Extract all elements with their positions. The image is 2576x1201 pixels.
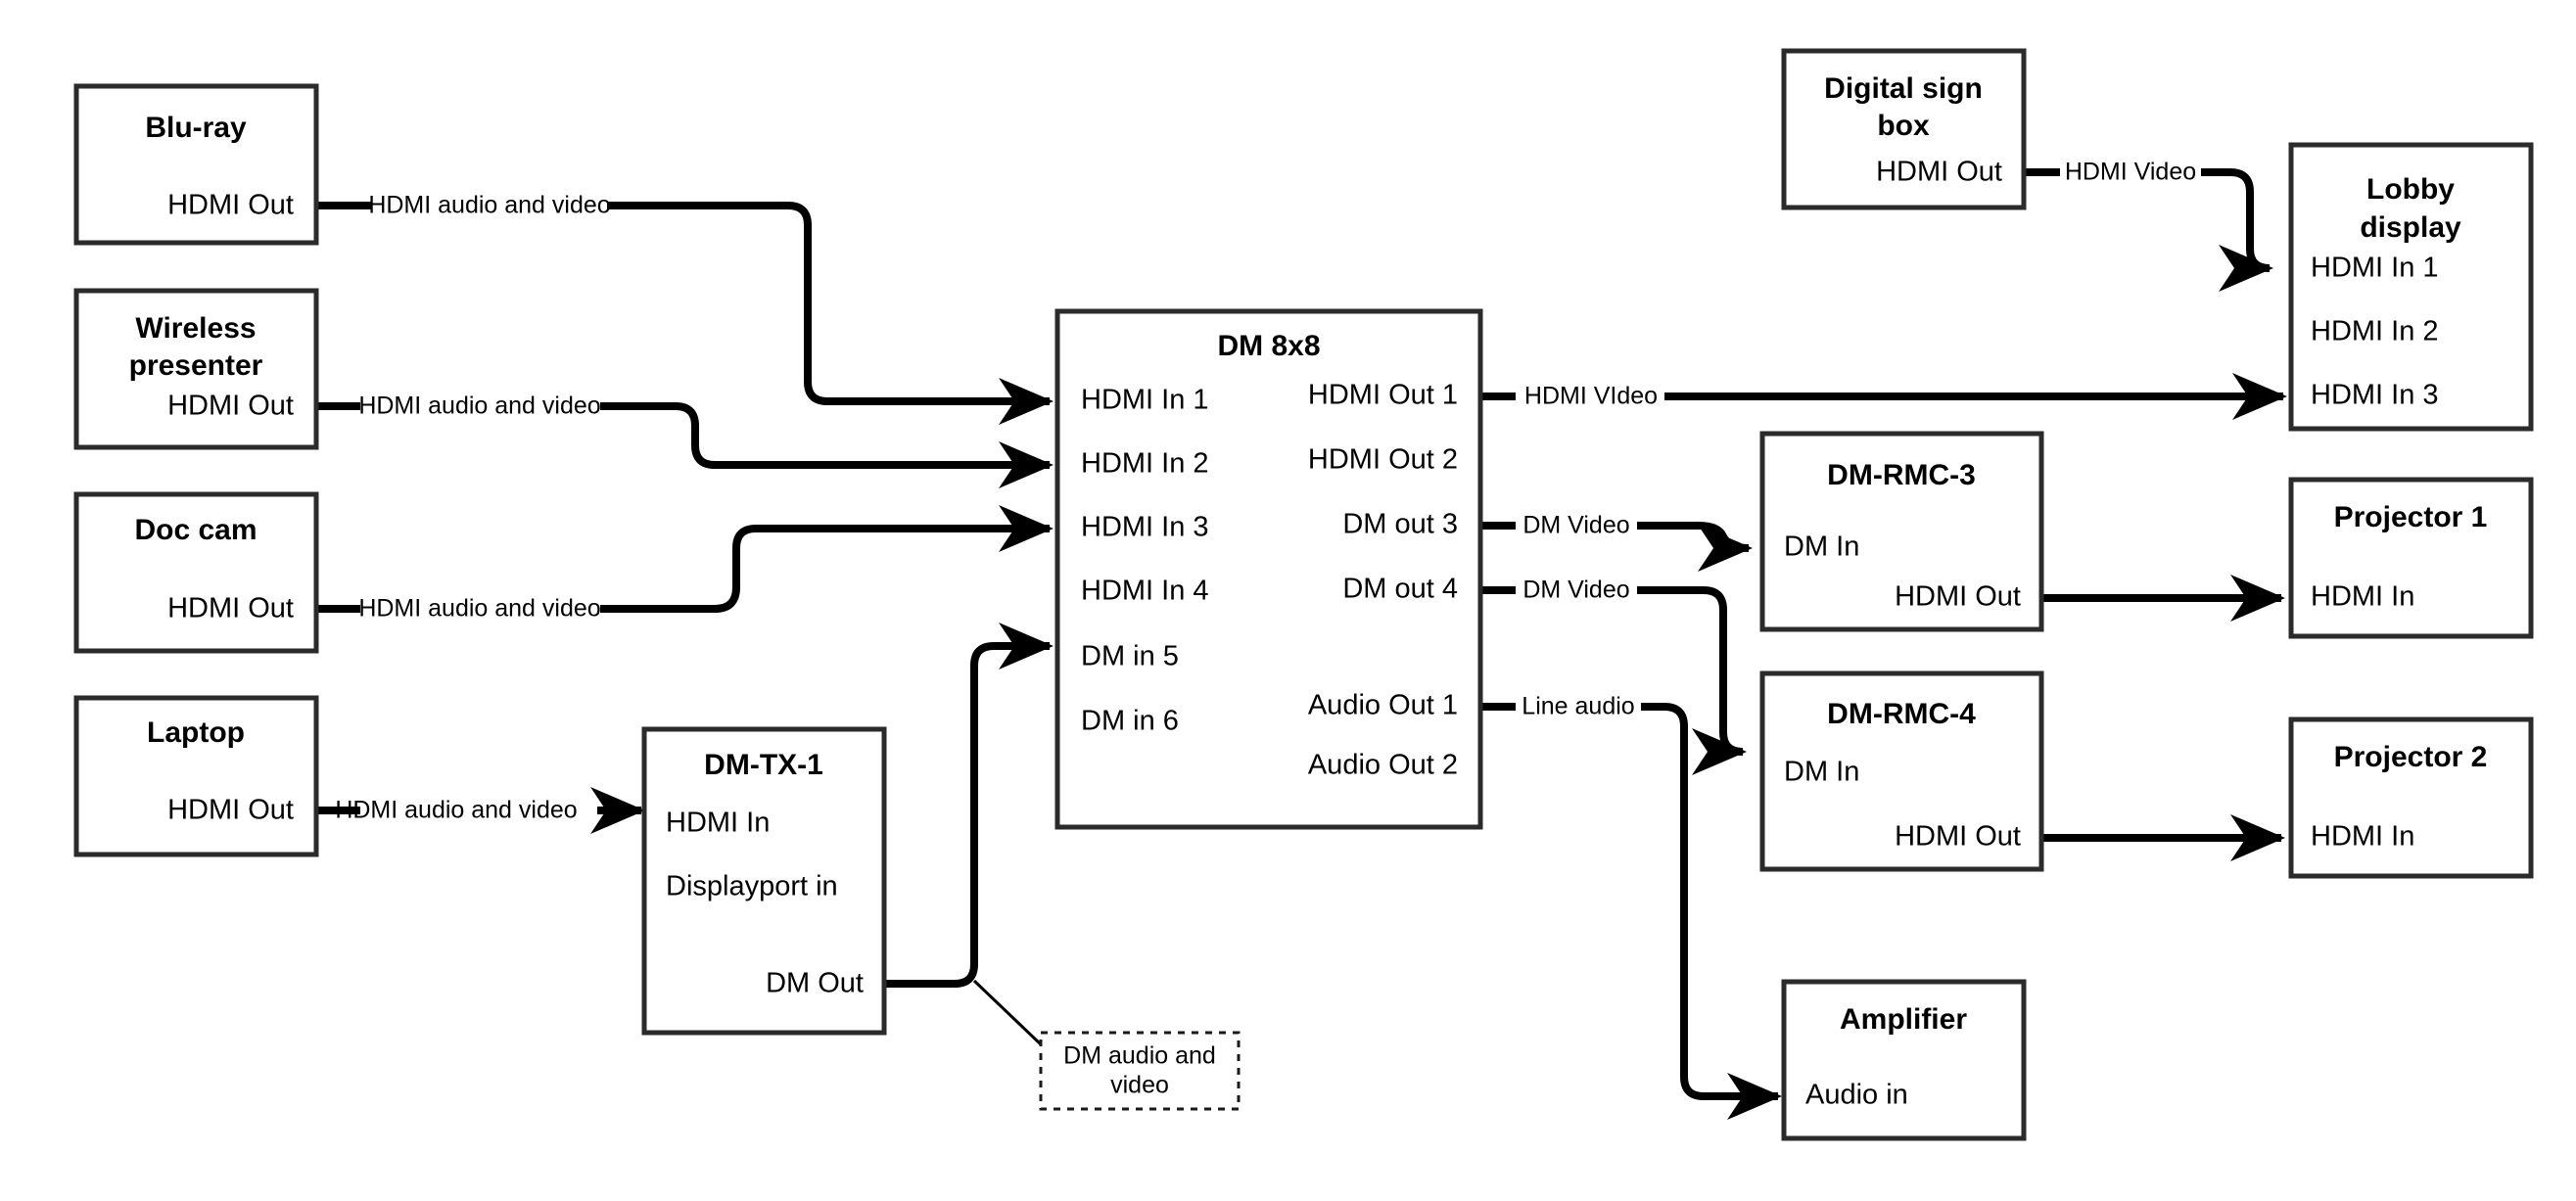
port-dm-8x8-input-4: DM in 5 — [1081, 641, 1179, 672]
node-title-dm-rmc-4: DM-RMC-4 — [1827, 698, 1976, 730]
node-doc-cam[interactable]: Doc cam HDMI Out — [73, 491, 319, 654]
node-digital-sign-box[interactable]: Digital sign box HDMI Out — [1781, 48, 2027, 210]
port-amplifier-audio-in: Audio in — [1805, 1080, 1908, 1111]
wire-label-hdmi-video-out1: HDMI VIdeo — [1524, 383, 1658, 410]
port-doc-cam-hdmi-out: HDMI Out — [167, 593, 294, 624]
wire-bluray-to-dm8x8: HDMI audio and video — [315, 192, 1054, 425]
port-projector-2-hdmi-in: HDMI In — [2311, 821, 2414, 853]
port-dm-8x8-output-5: Audio Out 2 — [1308, 750, 1458, 781]
wire-label-laptop: HDMI audio and video — [335, 797, 577, 824]
port-lobby-display-input-1: HDMI In 2 — [2311, 316, 2439, 347]
wire-label-bluray: HDMI audio and video — [368, 192, 610, 219]
node-title-blu-ray: Blu-ray — [145, 112, 247, 144]
port-dm-8x8-output-4: Audio Out 1 — [1308, 690, 1458, 721]
node-laptop[interactable]: Laptop HDMI Out — [73, 695, 319, 857]
node-title-lobby-display-2: display — [2360, 211, 2461, 244]
annotation-line-2: video — [1110, 1072, 1169, 1099]
node-amplifier[interactable]: Amplifier Audio in — [1781, 979, 2027, 1141]
node-dm-tx-1[interactable]: DM-TX-1 HDMI In Displayport in DM Out — [641, 726, 887, 1036]
port-dm-8x8-output-0: HDMI Out 1 — [1308, 380, 1458, 411]
port-projector-1-hdmi-in: HDMI In — [2311, 581, 2414, 613]
port-wireless-presenter-hdmi-out: HDMI Out — [167, 391, 294, 422]
port-laptop-hdmi-out: HDMI Out — [167, 795, 294, 826]
port-dm-8x8-output-3: DM out 4 — [1342, 574, 1458, 605]
port-dm-rmc-3-hdmi-out: HDMI Out — [1895, 581, 2021, 613]
port-dm-8x8-input-0: HDMI In 1 — [1081, 385, 1209, 416]
wire-label-hdmi-video-sign: HDMI Video — [2065, 159, 2196, 186]
node-lobby-display[interactable]: Lobby display HDMI In 1 HDMI In 2 HDMI I… — [2288, 142, 2534, 432]
wire-label-line-audio: Line audio — [1522, 693, 1634, 720]
node-dm-rmc-3[interactable]: DM-RMC-3 DM In HDMI Out — [1759, 431, 2044, 632]
node-title-digital-sign-box-2: box — [1877, 110, 1930, 142]
wire-laptop-to-dmtx1: HDMI audio and video — [315, 787, 645, 834]
port-dm-8x8-input-1: HDMI In 2 — [1081, 448, 1209, 480]
wire-dm8x8-audioout1-to-amp: Line audio — [1480, 693, 1782, 1120]
node-title-projector-2: Projector 2 — [2334, 741, 2488, 773]
port-dm-rmc-4-hdmi-out: HDMI Out — [1895, 821, 2021, 853]
node-title-amplifier: Amplifier — [1840, 1003, 1967, 1036]
wire-label-doccam: HDMI audio and video — [358, 595, 600, 623]
node-projector-2[interactable]: Projector 2 HDMI In — [2288, 716, 2534, 879]
node-wireless-presenter[interactable]: Wireless presenter HDMI Out — [73, 288, 319, 450]
node-title-laptop: Laptop — [147, 716, 245, 749]
node-title-wireless-presenter-1: Wireless — [135, 312, 256, 345]
node-dm-rmc-4[interactable]: DM-RMC-4 DM In HDMI Out — [1759, 670, 2044, 872]
annotation-line-1: DM audio and — [1063, 1042, 1216, 1070]
port-dm-rmc-3-dm-in: DM In — [1784, 531, 1859, 563]
port-dm-8x8-input-2: HDMI In 3 — [1081, 512, 1209, 543]
node-title-dm-rmc-3: DM-RMC-3 — [1827, 459, 1976, 491]
node-title-projector-1: Projector 1 — [2334, 501, 2488, 533]
port-dm-8x8-output-1: HDMI Out 2 — [1308, 444, 1458, 476]
port-lobby-display-input-0: HDMI In 1 — [2311, 253, 2439, 284]
port-dm-rmc-4-dm-in: DM In — [1784, 757, 1859, 788]
port-dm-tx-1-hdmi-in: HDMI In — [666, 808, 770, 839]
node-title-doc-cam: Doc cam — [134, 514, 257, 546]
node-title-digital-sign-box-1: Digital sign — [1824, 72, 1983, 105]
port-dm-tx-1-dm-out: DM Out — [766, 968, 864, 999]
wire-dmtx1-to-dm8x8 — [881, 623, 1054, 1046]
wire-sign-to-lobby: HDMI Video — [2024, 159, 2273, 292]
wire-label-dm-video-out3: DM Video — [1522, 512, 1629, 539]
node-blu-ray[interactable]: Blu-ray HDMI Out — [73, 83, 319, 246]
wire-dm8x8-dmout3-to-rmc3: DM Video — [1480, 512, 1753, 572]
port-blu-ray-hdmi-out: HDMI Out — [167, 190, 294, 221]
port-lobby-display-input-2: HDMI In 3 — [2311, 380, 2439, 411]
port-dm-8x8-input-5: DM in 6 — [1081, 706, 1179, 737]
port-dm-tx-1-displayport-in: Displayport in — [666, 871, 838, 902]
port-dm-8x8-input-3: HDMI In 4 — [1081, 576, 1209, 607]
node-title-dm-tx-1: DM-TX-1 — [704, 749, 823, 781]
wire-dm8x8-hdmiout1-to-lobby: HDMI VIdeo — [1480, 373, 2287, 420]
node-title-wireless-presenter-2: presenter — [129, 349, 263, 382]
annotation-dm-audio-video-callout: DM audio and video — [1039, 1031, 1241, 1111]
node-dm-8x8[interactable]: DM 8x8 HDMI In 1 HDMI In 2 HDMI In 3 HDM… — [1054, 308, 1483, 830]
port-digital-sign-box-hdmi-out: HDMI Out — [1876, 157, 2002, 188]
node-title-lobby-display-1: Lobby — [2366, 173, 2455, 206]
node-projector-1[interactable]: Projector 1 HDMI In — [2288, 477, 2534, 639]
wire-doccam-to-dm8x8: HDMI audio and video — [315, 505, 1054, 623]
wire-label-dm-video-out4: DM Video — [1522, 577, 1629, 604]
wire-dm8x8-dmout4-to-rmc4: DM Video — [1480, 577, 1747, 775]
node-title-dm-8x8: DM 8x8 — [1217, 330, 1320, 362]
wire-wireless-to-dm8x8: HDMI audio and video — [315, 393, 1054, 488]
port-dm-8x8-output-2: DM out 3 — [1342, 509, 1458, 540]
wire-label-wireless: HDMI audio and video — [358, 393, 600, 420]
